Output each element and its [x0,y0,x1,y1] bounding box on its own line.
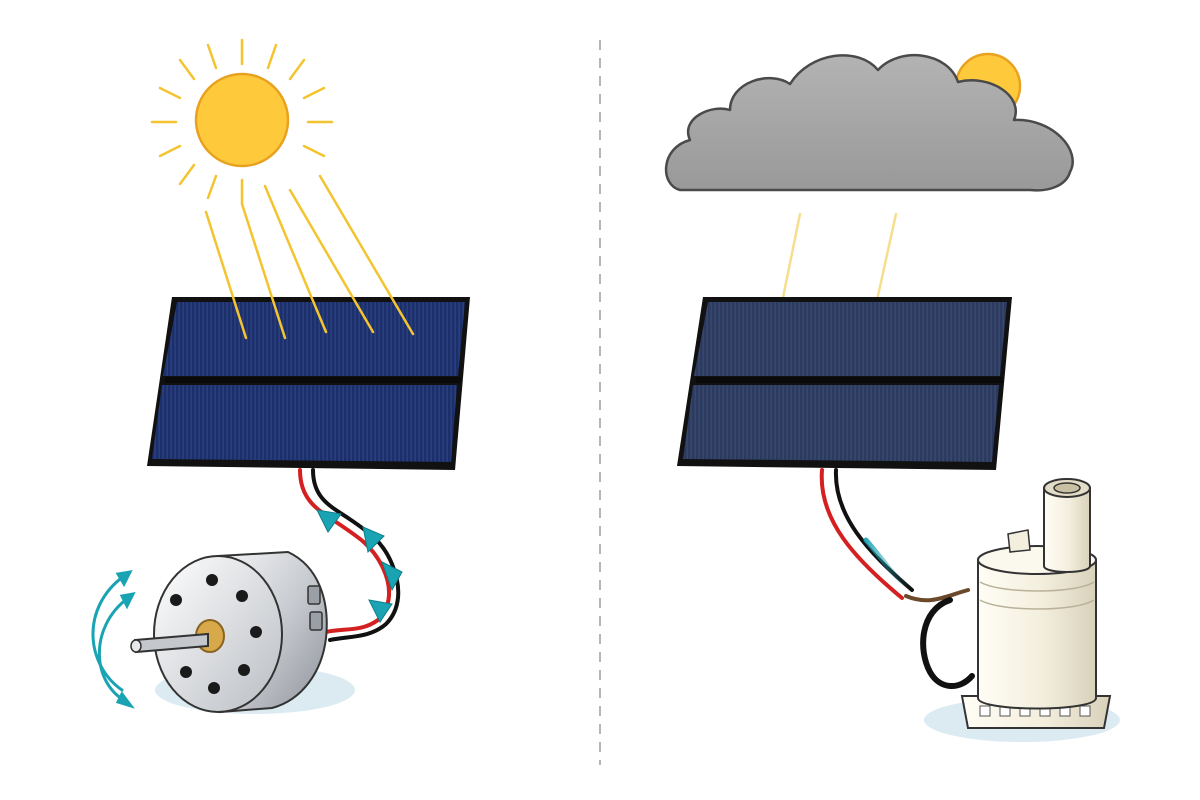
current-flow-arrows [316,509,403,623]
panel-to-pump-wires [819,468,975,689]
cloud-icon [664,54,1074,192]
current-flow-arrow-icon [316,509,342,533]
dc-motor-icon [130,550,328,714]
rotation-arrows-icon [91,570,136,709]
water-pump-icon [960,478,1112,729]
current-flow-arrow-icon [381,560,403,592]
current-flow-arrow-icon [362,526,385,554]
solar-panel-dim [677,297,1012,470]
sun-rays [204,174,415,340]
current-flow-arrow-icon [368,599,393,623]
sun-icon [150,38,334,206]
cloudy-scene [664,52,1120,742]
solar-panel-bright [147,297,470,470]
sunny-scene [91,38,470,714]
